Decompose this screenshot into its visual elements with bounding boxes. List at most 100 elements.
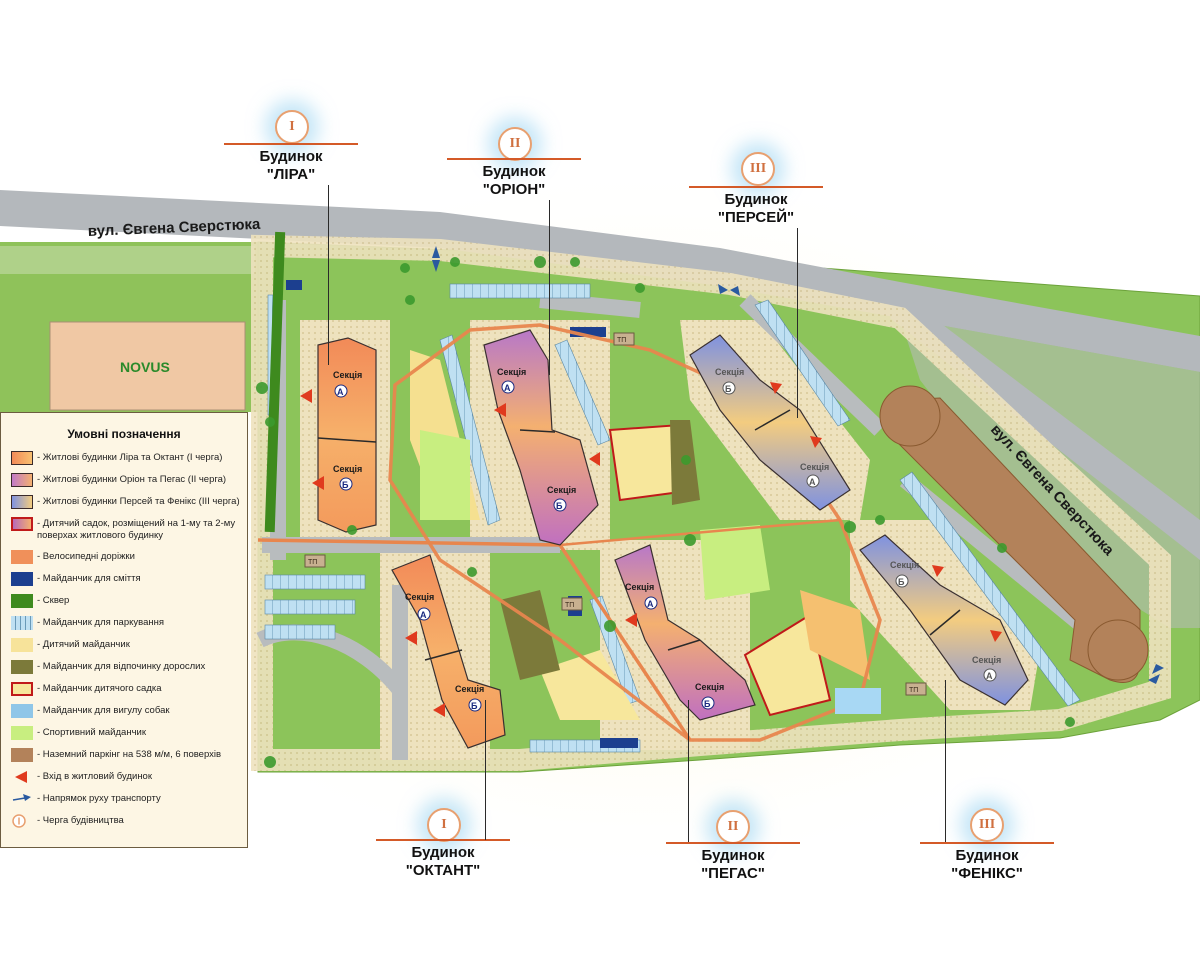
callout-oktant: Будинок "ОКТАНТ"	[368, 839, 518, 880]
section-label: Секція	[715, 367, 744, 377]
legend-swatch	[11, 748, 33, 762]
legend-swatch	[11, 572, 33, 586]
queue-badge-oktant: I	[427, 808, 461, 842]
svg-text:ТП: ТП	[909, 687, 918, 694]
section-letter: Б	[704, 699, 711, 709]
legend-item-traffic: - Напрямок руху транспорту	[11, 792, 247, 806]
legend-swatch	[11, 770, 33, 784]
legend-item-garage: - Наземний паркінг на 538 м/м, 6 поверхі…	[11, 748, 247, 762]
section-letter: А	[986, 671, 993, 681]
legend-swatch	[11, 550, 33, 564]
callout-name: "ФЕНІКС"	[951, 865, 1023, 882]
callout-prefix: Будинок	[701, 847, 765, 864]
legend-item-playground: - Дитячий майданчик	[11, 638, 247, 652]
leader-line	[328, 185, 329, 365]
legend-list: - Житлові будинки Ліра та Октант (І черг…	[1, 451, 247, 828]
leader-line	[688, 700, 689, 842]
legend-swatch	[11, 594, 33, 608]
section-letter: А	[504, 383, 511, 393]
legend-item-parking: - Майданчик для паркування	[11, 616, 247, 630]
parking-garage	[879, 385, 1149, 683]
queue-badge-feniks: III	[970, 808, 1004, 842]
legend-item-sport: - Спортивний майданчик	[11, 726, 247, 740]
legend-text: - Майданчик для паркування	[37, 617, 164, 628]
legend-text: - Черга будівництва	[37, 815, 124, 826]
legend-swatch	[11, 792, 33, 806]
legend-swatch	[11, 660, 33, 674]
callout-orion: Будинок "ОРІОН"	[439, 158, 589, 199]
section-label: Секція	[890, 560, 919, 570]
legend-item-dogs: - Майданчик для вигулу собак	[11, 704, 247, 718]
svg-text:ТП: ТП	[617, 337, 626, 344]
queue-badge-persei: III	[741, 152, 775, 186]
svg-text:ТП: ТП	[565, 602, 574, 609]
leader-line	[797, 228, 798, 418]
legend-item-queue: - Черга будівництва	[11, 814, 247, 828]
callout-lira: Будинок "ЛІРА"	[216, 143, 366, 184]
legend-item-adults: - Майданчик для відпочинку дорослих	[11, 660, 247, 674]
legend-text: - Житлові будинки Ліра та Октант (І черг…	[37, 452, 223, 463]
callout-prefix: Будинок	[955, 847, 1019, 864]
legend-swatch	[11, 704, 33, 718]
legend-item-kinder-yard: - Майданчик дитячого садка	[11, 682, 247, 696]
legend-text: - Наземний паркінг на 538 м/м, 6 поверхі…	[37, 749, 222, 760]
trees	[256, 256, 1075, 768]
section-letter: Б	[556, 501, 563, 511]
section-label: Секція	[800, 462, 829, 472]
legend-item-phase2: - Житлові будинки Оріон та Пегас (ІІ чер…	[11, 473, 247, 487]
legend-swatch	[11, 495, 33, 509]
section-label: Секція	[972, 655, 1001, 665]
legend-title: Умовні позначення	[67, 427, 181, 441]
section-letter: Б	[471, 701, 478, 711]
section-label: Секція	[405, 592, 434, 602]
legend-item-kindergarten: - Дитячий садок, розміщений на 1-му та 2…	[11, 517, 247, 542]
callout-prefix: Будинок	[724, 191, 788, 208]
legend-text: - Майданчик для відпочинку дорослих	[37, 661, 206, 672]
legend-item-entrance: - Вхід в житловий будинок	[11, 770, 247, 784]
legend-text: - Напрямок руху транспорту	[37, 793, 161, 804]
callout-prefix: Будинок	[411, 844, 475, 861]
callout-name: "ОКТАНТ"	[405, 862, 481, 879]
legend-text: - Велосипедні доріжки	[37, 551, 135, 562]
transformer-boxes: ТП ТП ТП ТП	[304, 332, 927, 696]
legend-text: - Вхід в житловий будинок	[37, 771, 153, 782]
legend-swatch	[11, 451, 33, 465]
legend-text: - Житлові будинки Персей та Фенікс (ІІІ …	[37, 496, 240, 507]
queue-badge-orion: II	[498, 127, 532, 161]
store-label: NOVUS	[120, 359, 170, 375]
legend-text: - Житлові будинки Оріон та Пегас (ІІ чер…	[37, 474, 227, 485]
section-label: Секція	[455, 684, 484, 694]
section-letter: Б	[342, 480, 349, 490]
entrance-arrows	[300, 382, 1002, 717]
callout-name: "ПЕГАС"	[701, 865, 765, 882]
legend-item-phase3: - Житлові будинки Персей та Фенікс (ІІІ …	[11, 495, 247, 509]
map-legend: Умовні позначення - Житлові будинки Ліра…	[0, 412, 248, 848]
traffic-arrows	[432, 246, 1164, 684]
section-label: Секція	[497, 367, 526, 377]
building-lira	[317, 337, 377, 533]
legend-item-bike: - Велосипедні доріжки	[11, 550, 247, 564]
section-letter: Б	[725, 384, 732, 394]
section-letter: А	[809, 477, 816, 487]
legend-text: - Дитячий садок, розміщений на 1-му та 2…	[37, 518, 236, 541]
legend-text: - Майданчик для вигулу собак	[37, 705, 170, 716]
legend-item-trash: - Майданчик для сміття	[11, 572, 247, 586]
svg-text:ТП: ТП	[308, 559, 317, 566]
leader-line	[485, 700, 486, 840]
legend-text: - Майданчик дитячого садка	[37, 683, 162, 694]
legend-swatch	[11, 517, 33, 531]
legend-swatch	[11, 726, 33, 740]
legend-item-phase1: - Житлові будинки Ліра та Октант (І черг…	[11, 451, 247, 465]
legend-swatch	[11, 616, 33, 630]
section-letter: А	[647, 599, 654, 609]
legend-swatch	[11, 682, 33, 696]
callout-name: "ОРІОН"	[482, 181, 546, 198]
leader-line	[945, 680, 946, 842]
legend-text: - Сквер	[37, 595, 70, 606]
queue-badge-pegas: II	[716, 810, 750, 844]
callout-prefix: Будинок	[259, 148, 323, 165]
fields	[264, 231, 870, 720]
callout-pegas: Будинок "ПЕГАС"	[658, 842, 808, 883]
legend-swatch	[11, 473, 33, 487]
